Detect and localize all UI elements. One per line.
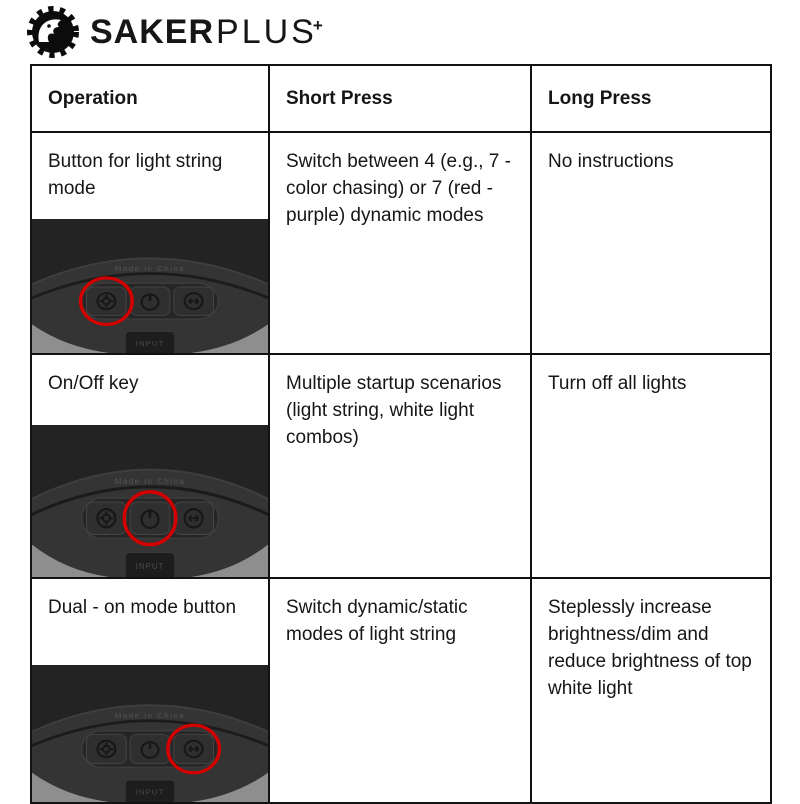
operation-cell-dual-on-mode: Dual - on mode button [30,576,270,804]
short-press-cell: Switch between 4 (e.g., 7 - color chasin… [268,130,532,355]
brand-name-bold: SAKER [90,13,215,51]
col-header-operation: Operation [30,64,270,133]
device-photo-dual-on-mode [32,665,268,802]
header-row: Operation Short Press Long Press [30,64,772,133]
short-press-cell: Multiple startup scenarios (light string… [268,352,532,579]
operation-cell-on-off-key: On/Off key [30,352,270,579]
operation-cell-light-string-mode: Button for light string mode [30,130,270,355]
short-press-cell: Switch dynamic/static modes of light str… [268,576,532,804]
operation-label: On/Off key [48,372,139,394]
device-photo-on-off-key [32,425,268,577]
table-row: Button for light string mode Switch betw… [30,130,772,355]
table-row: Dual - on mode button Switch dynamic/sta… [30,576,772,804]
brand-header: SAKER PLUS + [26,4,323,60]
brand-plus-mark: + [312,16,323,35]
highlight-ring-right-button [166,723,222,775]
highlight-ring-power-button [122,490,178,547]
instructions-table: Operation Short Press Long Press Button … [30,64,772,804]
long-press-cell: Steplessly increase brightness/dim and r… [530,576,772,804]
brand-logo-icon [27,6,79,58]
table-row: On/Off key Multiple startup scenarios (l… [30,352,772,579]
operation-label: Dual - on mode button [48,596,237,618]
col-header-long-press: Long Press [530,64,772,133]
eagle-head-icon [38,19,61,42]
brand-name-light: PLUS [216,13,317,51]
highlight-ring-left-button [78,276,134,326]
brand-logo-text: SAKER PLUS + [90,15,323,49]
eagle-eye [47,24,51,28]
operation-label: Button for light string mode [48,150,223,199]
device-photo-light-string-mode [32,219,268,353]
col-header-short-press: Short Press [268,64,532,133]
gear-teeth-icon [27,6,79,58]
long-press-cell: No instructions [530,130,772,355]
long-press-cell: Turn off all lights [530,352,772,579]
